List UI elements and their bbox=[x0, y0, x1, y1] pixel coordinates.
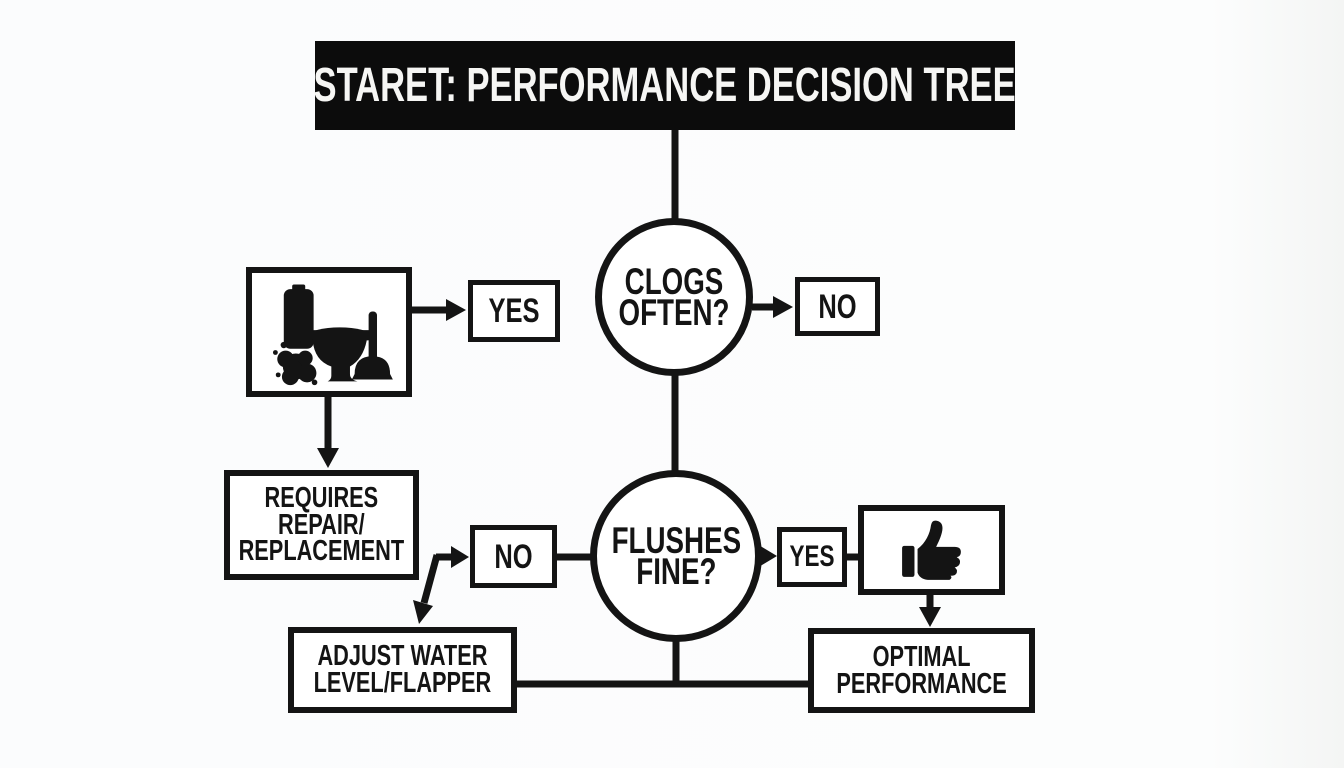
arrowhead-toilet-to-requires bbox=[317, 448, 339, 468]
clogs-circle-line2: OFTEN? bbox=[618, 292, 730, 333]
adjust-water-box: ADJUST WATER LEVEL/FLAPPER bbox=[288, 627, 517, 713]
yes-box-flushes: YES bbox=[777, 527, 847, 587]
requires-line3: REPLACEMENT bbox=[238, 535, 405, 568]
arrowhead-elbow-to-no bbox=[451, 546, 469, 568]
page-title: STARET: PERFORMANCE DECISION TREE bbox=[313, 59, 1017, 112]
thumbs-up-box bbox=[858, 505, 1005, 595]
yes-box-clogs: YES bbox=[468, 280, 560, 342]
clogs-often-circle: CLOGS OFTEN? bbox=[595, 218, 753, 376]
flushes-circle-line1: FLUSHES bbox=[611, 519, 741, 561]
flushes-circle-line2: FINE? bbox=[635, 551, 717, 592]
no-box-clogs: NO bbox=[795, 277, 880, 336]
connector-elbow-to-adjust bbox=[420, 554, 441, 604]
title-banner: STARET: PERFORMANCE DECISION TREE bbox=[313, 41, 1017, 130]
no-label-flushes: NO bbox=[494, 537, 533, 576]
requires-line2: REPAIR/ bbox=[278, 508, 365, 541]
optimal-line1: OPTIMAL bbox=[872, 640, 971, 673]
arrowhead-flushes-to-yes bbox=[757, 544, 777, 568]
adjust-line2: LEVEL/FLAPPER bbox=[313, 667, 492, 699]
requires-repair-box: REQUIRES REPAIR/ REPLACEMENT bbox=[224, 470, 419, 580]
yes-label-clogs: YES bbox=[488, 292, 540, 330]
clogged-toilet-icon bbox=[272, 284, 393, 386]
adjust-line1: ADJUST WATER bbox=[317, 640, 488, 673]
optimal-performance-box: OPTIMAL PERFORMANCE bbox=[808, 628, 1035, 713]
no-label-clogs: NO bbox=[818, 287, 857, 326]
requires-line1: REQUIRES bbox=[264, 481, 379, 514]
arrowhead-clogs-to-no bbox=[773, 296, 793, 318]
flushes-fine-circle: FLUSHES FINE? bbox=[590, 470, 762, 642]
clogs-circle-line1: CLOGS bbox=[624, 260, 724, 302]
arrowhead-toilet-to-yes bbox=[446, 299, 466, 321]
toilet-image-box bbox=[246, 267, 412, 397]
thumbs-up-icon bbox=[901, 520, 961, 580]
arrowhead-elbow-to-adjust bbox=[413, 600, 433, 624]
yes-label-flushes: YES bbox=[789, 540, 835, 573]
arrowhead-thumbs-to-optimal bbox=[919, 607, 941, 627]
no-box-flushes: NO bbox=[470, 525, 557, 588]
optimal-line2: PERFORMANCE bbox=[836, 667, 1007, 700]
